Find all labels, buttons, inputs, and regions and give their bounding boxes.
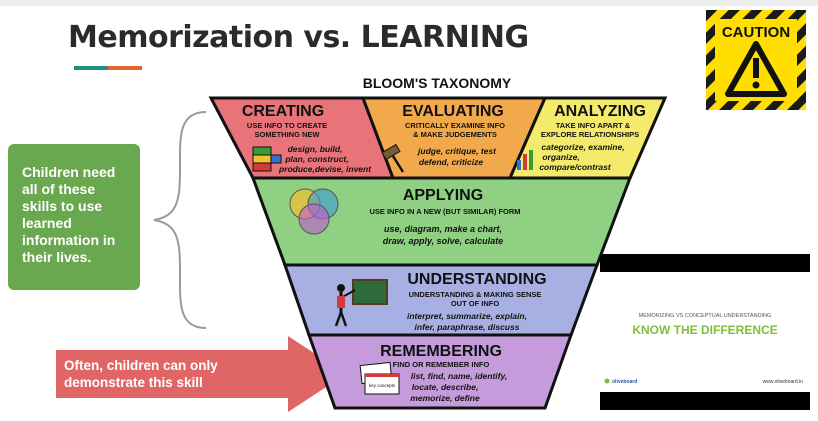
remembering-verbs-1: list, find, name, identify,: [411, 371, 508, 381]
oliveboard-logo-icon: [604, 378, 610, 384]
venn-diagram-icon: [289, 188, 339, 235]
analyzing-title: ANALYZING: [554, 103, 646, 120]
title-accent-orange: [108, 66, 142, 70]
title-accent-teal: [74, 66, 108, 70]
evaluating-verbs-2: defend, criticize: [419, 157, 484, 167]
remembering-verbs-3: memorize, define: [410, 393, 480, 403]
remembering-title: REMEMBERING: [380, 343, 502, 360]
analyzing-verbs-2: organize,: [542, 152, 579, 162]
applying-title: APPLYING: [403, 187, 483, 204]
curly-brace: [153, 111, 207, 329]
understanding-title: UNDERSTANDING: [407, 271, 546, 288]
callout-line-1: Often, children can only: [64, 358, 218, 373]
warning-triangle-icon: [725, 41, 787, 97]
analyzing-desc-2: EXPLORE RELATIONSHIPS: [541, 130, 639, 139]
caution-sign: CAUTION: [706, 10, 806, 110]
creating-title: CREATING: [242, 103, 324, 120]
creating-desc-1: USE INFO TO CREATE: [247, 121, 327, 130]
understanding-desc-1: UNDERSTANDING & MAKING SENSE: [409, 290, 542, 299]
bar-graph-icon: [517, 150, 533, 170]
creating-desc-2: SOMETHING NEW: [255, 130, 321, 139]
callout-arrow: [56, 336, 346, 412]
callout-line-2: demonstrate this skill: [64, 375, 203, 390]
understanding-verbs-2: infer, paraphrase, discuss: [415, 322, 520, 332]
creating-verbs-1: design, build,: [288, 144, 343, 154]
know-the-difference-thumbnail: MEMORIZING VS CONCEPTUAL UNDERSTANDING K…: [600, 254, 810, 410]
pyramid-heading: BLOOM'S TAXONOMY: [363, 75, 512, 91]
evaluating-verbs-1: judge, critique, test: [417, 146, 497, 156]
applying-desc: USE INFO IN A NEW (BUT SIMILAR) FORM: [369, 207, 520, 216]
flashcard-label: key concepts: [369, 383, 396, 388]
remembering-desc: FIND OR REMEMBER INFO: [393, 360, 490, 369]
thumbnail-brand: oliveboard: [612, 379, 637, 385]
evaluating-desc-2: & MAKE JUDGEMENTS: [413, 130, 497, 139]
applying-verbs-2: draw, apply, solve, calculate: [383, 236, 503, 246]
thumbnail-subtitle: MEMORIZING VS CONCEPTUAL UNDERSTANDING: [639, 313, 772, 319]
understanding-verbs-1: interpret, summarize, explain,: [407, 311, 527, 321]
evaluating-desc-1: CRITICALLY EXAMINE INFO: [405, 121, 505, 130]
blooms-taxonomy-pyramid: BLOOM'S TAXONOMY CREATING USE INFO TO CR…: [208, 75, 668, 410]
skills-note-box: Children need all of these skills to use…: [8, 144, 140, 290]
remembering-verbs-2: locate, describe,: [412, 382, 479, 392]
slide-title: Memorization vs. LEARNING: [68, 20, 529, 55]
evaluating-title: EVALUATING: [402, 103, 504, 120]
teacher-chalkboard-icon: [334, 279, 388, 327]
analyzing-desc-1: TAKE INFO APART &: [556, 121, 631, 130]
top-bar: [0, 0, 818, 6]
analyzing-verbs-1: categorize, examine,: [541, 142, 624, 152]
lego-blocks-icon: [252, 146, 282, 172]
thumbnail-headline: KNOW THE DIFFERENCE: [632, 323, 777, 337]
skills-note-text: Children need all of these skills to use…: [22, 164, 116, 265]
flashcards-icon: key concepts: [359, 361, 400, 395]
creating-verbs-2: plan, construct,: [284, 154, 348, 164]
thumbnail-url: www.oliveboard.in: [763, 379, 804, 385]
caution-label: CAUTION: [722, 24, 790, 41]
applying-verbs-1: use, diagram, make a chart,: [384, 224, 502, 234]
understanding-desc-2: OUT OF INFO: [451, 299, 499, 308]
callout-arrow-text: Often, children can only demonstrate thi…: [64, 357, 218, 391]
gavel-icon: [381, 143, 405, 173]
creating-verbs-3: produce,devise, invent: [278, 164, 372, 174]
analyzing-verbs-3: compare/contrast: [539, 162, 611, 172]
